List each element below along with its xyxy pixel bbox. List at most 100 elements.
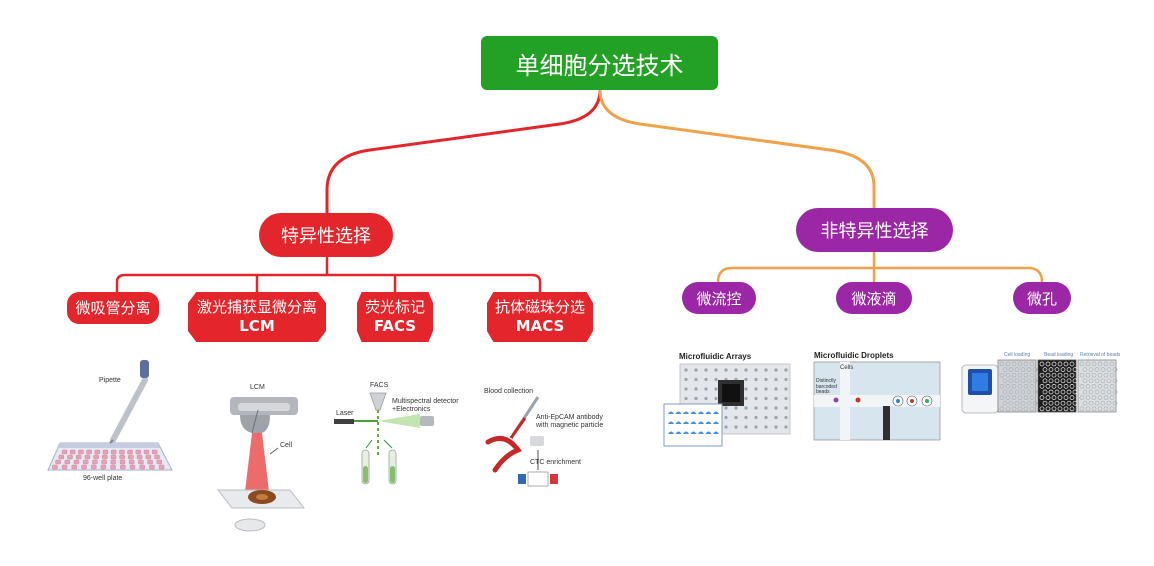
microwell	[1048, 367, 1054, 372]
array-dot	[754, 425, 758, 429]
plate-well	[71, 464, 78, 470]
microwell	[1051, 384, 1057, 389]
leaf-microfluidics[interactable]: 微流控	[682, 282, 756, 314]
array-dot	[724, 406, 728, 410]
microwell	[1029, 384, 1035, 389]
microwell	[1109, 372, 1115, 378]
root-node[interactable]: 单细胞分选技术	[481, 36, 718, 90]
array-dot	[774, 396, 778, 401]
plate-well	[119, 454, 125, 460]
microwell	[1014, 400, 1020, 406]
array-dot	[754, 377, 758, 382]
microwell	[1039, 361, 1045, 367]
microwell	[1060, 400, 1066, 406]
microwell	[1051, 361, 1057, 367]
branch-label: 非特异性选择	[820, 221, 929, 242]
microwell	[1097, 384, 1103, 389]
leaf-microdroplets[interactable]: 微液滴	[836, 282, 912, 314]
microwell	[1017, 406, 1023, 412]
microwell	[1094, 389, 1100, 395]
array-dot	[734, 368, 738, 372]
microwell	[999, 395, 1005, 400]
array-dot	[744, 415, 748, 420]
plate-well	[64, 459, 71, 465]
plate-well	[151, 449, 158, 455]
microfluidic-arrays-figure	[663, 363, 791, 447]
leaf-lcm[interactable]: 激光捕获显微分离 LCM	[188, 292, 326, 342]
branch-specific-selection[interactable]: 特异性选择	[259, 213, 393, 257]
leaf-label: 激光捕获显微分离	[196, 298, 317, 317]
array-dot	[744, 425, 748, 429]
microwell	[1085, 395, 1091, 400]
plate-well	[75, 454, 82, 460]
microwell	[1103, 406, 1109, 412]
plate-well	[82, 459, 89, 465]
array-dot	[694, 377, 698, 382]
microwell	[1079, 361, 1085, 367]
microwell	[1103, 372, 1109, 378]
array-dot	[754, 368, 758, 372]
leaf-micropipette[interactable]: 微吸管分离	[67, 292, 159, 324]
microwell	[1072, 378, 1078, 384]
microwell	[1045, 384, 1051, 389]
caption-barcoded-beads: Distinctly barcoded beads	[816, 378, 837, 395]
microwell	[1011, 384, 1017, 389]
microwell	[1082, 367, 1088, 372]
microwell	[1057, 372, 1063, 378]
array-cell	[690, 411, 697, 414]
leaf-microwells[interactable]: 微孔	[1013, 282, 1071, 314]
microwell	[1048, 400, 1054, 406]
microwell	[1106, 367, 1112, 372]
microwell	[1112, 367, 1118, 372]
array-dot	[764, 368, 768, 372]
plate-well	[52, 464, 58, 470]
connector-root-nonspecific	[598, 89, 876, 208]
microwell	[1002, 389, 1008, 395]
microwell	[1042, 400, 1048, 406]
microwell	[1020, 378, 1026, 384]
array-cell	[698, 421, 704, 424]
array-dot	[714, 368, 718, 372]
microwell	[1063, 406, 1069, 412]
facs-figure	[334, 392, 434, 485]
array-dot	[754, 415, 758, 420]
microwell	[1106, 389, 1112, 395]
array-dot	[714, 377, 718, 382]
microwell	[1026, 378, 1032, 384]
array-dot	[704, 396, 708, 401]
microwell	[1042, 389, 1048, 395]
pipette-figure	[47, 360, 173, 471]
microwell	[1026, 367, 1032, 372]
leaf-label: 微流控	[696, 289, 742, 308]
plate-well	[67, 454, 73, 460]
branch-nonspecific-selection[interactable]: 非特异性选择	[796, 208, 953, 252]
array-dot	[734, 406, 738, 410]
microwell	[1017, 384, 1023, 389]
microwell	[1026, 400, 1032, 406]
array-cell	[668, 431, 674, 434]
microwell	[1032, 367, 1038, 372]
array-dot	[754, 387, 758, 391]
array-dot	[744, 406, 748, 410]
plate-well	[138, 459, 144, 465]
plate-well	[58, 454, 64, 460]
microwell	[1005, 372, 1011, 378]
microwell	[1088, 378, 1094, 384]
microwell	[1005, 361, 1011, 367]
microwell	[1026, 389, 1032, 395]
array-dot	[764, 406, 768, 410]
microwell	[1042, 378, 1048, 384]
leaf-macs[interactable]: 抗体磁珠分选 MACS	[487, 292, 593, 342]
microwell	[999, 406, 1005, 412]
plate-well	[139, 464, 145, 470]
microwell	[1057, 384, 1063, 389]
plate-well	[136, 454, 143, 460]
plate-well	[90, 464, 97, 470]
microwell	[1091, 372, 1097, 378]
plate-well	[61, 449, 68, 455]
microwell	[1048, 389, 1054, 395]
microwell	[1008, 400, 1014, 406]
microwell	[1072, 367, 1078, 372]
leaf-facs[interactable]: 荧光标记 FACS	[357, 292, 433, 342]
array-dot	[774, 406, 778, 410]
